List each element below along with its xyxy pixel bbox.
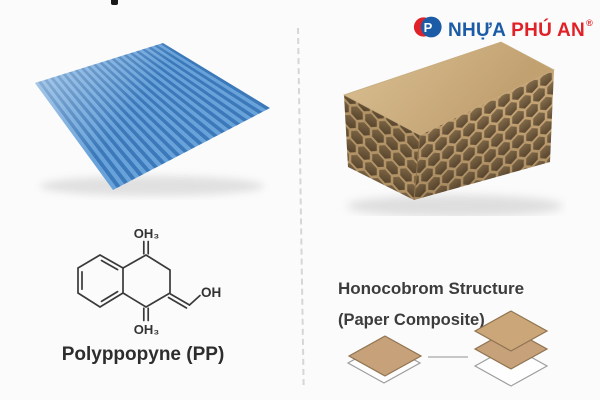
paper-composite-layers-diagram [346, 310, 549, 387]
stack-top-kraft-sheet [473, 310, 549, 352]
molecule-label-bottom: OH₃ [134, 322, 160, 337]
block-corner-edge [413, 134, 421, 201]
center-dashed-divider [297, 27, 305, 385]
brand-name-nhua: NHỰA [448, 20, 507, 41]
structure-subtitle: (Paper Composite) [338, 311, 485, 329]
block-shadow [347, 195, 563, 216]
left-kraft-sheet [347, 335, 423, 377]
sheet-shadow [40, 176, 264, 196]
sheet-highlight-overlay [35, 43, 270, 190]
block-left-honeycomb-face [344, 95, 420, 200]
kraft-honeycomb-block [342, 41, 563, 216]
block-left-shading [344, 95, 420, 200]
phu-an-logo-icon: P [413, 16, 442, 38]
block-front-shading [414, 70, 554, 200]
block-top-face [342, 41, 555, 136]
pp-caption: Polyppopyne (PP) [61, 344, 225, 365]
registered-trademark-mark: ® [586, 18, 594, 28]
structure-title: Honocobrom Structure [338, 279, 525, 298]
blue-corrugated-pp-sheet [35, 43, 270, 196]
cropped-title-fragment [111, 0, 118, 5]
molecule-label-oh: OH [201, 285, 221, 300]
molecule-label-top: OH₃ [134, 226, 160, 241]
brand-name-phu-an: PHÚ AN [511, 20, 586, 41]
molecule-bonds [77, 240, 201, 322]
pp-molecule-diagram: OH₃ OH₃ OH [77, 226, 221, 337]
logo-letter: P [424, 20, 433, 35]
